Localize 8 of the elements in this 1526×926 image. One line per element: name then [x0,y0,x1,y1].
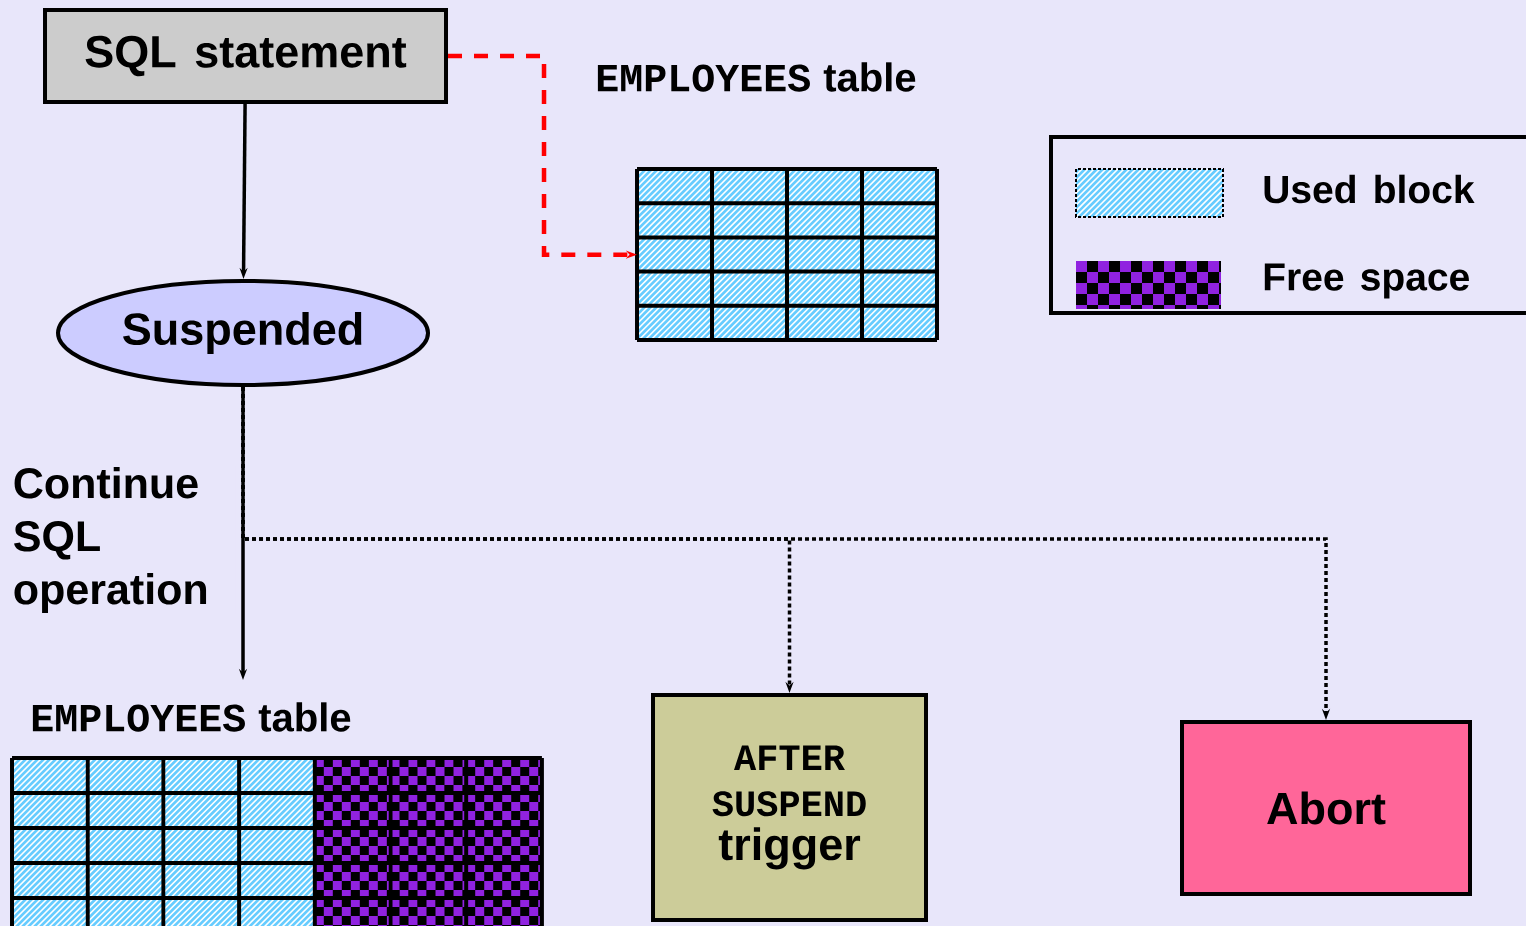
process-box: SQL statement [43,8,448,104]
legend-label: Used block [1264,174,1475,204]
legend-label: Free space [1264,263,1469,299]
table-heading: EMPLOYEES table [32,702,351,732]
table-heading: EMPLOYEES table [597,62,916,92]
process-box: Abort [1180,720,1472,896]
trigger-box: AFTER SUSPEND trigger [651,693,928,922]
edge-label: Continue SQL operation [11,465,236,615]
